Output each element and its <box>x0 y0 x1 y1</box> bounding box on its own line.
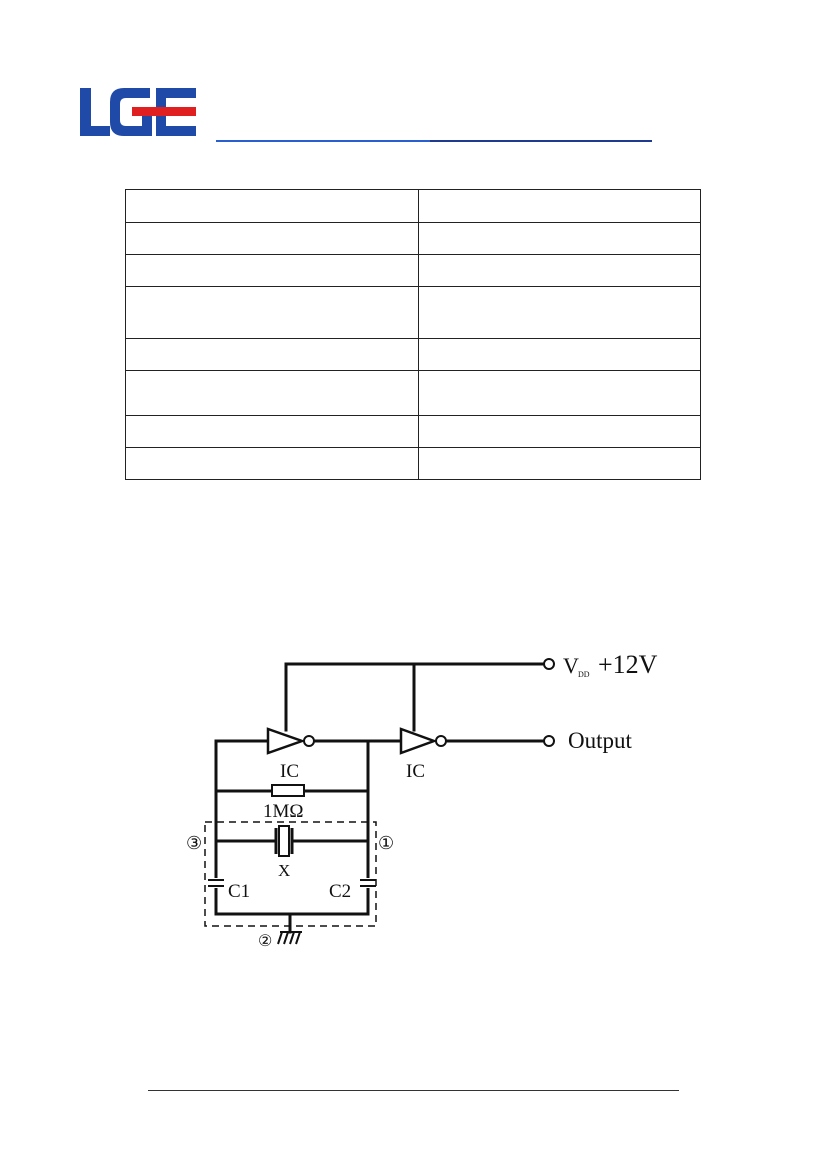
table-row <box>125 222 701 255</box>
c2-label: C2 <box>329 881 351 902</box>
table-cell <box>125 415 419 448</box>
table-cell <box>418 447 701 480</box>
table-row <box>125 286 701 339</box>
table-cell <box>125 447 419 480</box>
crystal-label: X <box>278 861 290 880</box>
table-cell <box>125 222 419 255</box>
ic1-label: IC <box>280 761 299 782</box>
table-cell <box>418 286 701 339</box>
table-cell <box>125 338 419 371</box>
pin3-label: ③ <box>186 833 202 853</box>
output-label: Output <box>568 728 633 753</box>
table-row <box>125 338 701 371</box>
vdd-value: +12V <box>598 650 658 679</box>
table-row <box>125 254 701 287</box>
oscillator-circuit-diagram: V DD +12V Output IC IC 1MΩ X C1 C2 ③ ① ② <box>186 650 658 950</box>
resistor-label: 1MΩ <box>263 801 304 822</box>
pin2-label: ② <box>258 933 272 950</box>
table-cell <box>125 254 419 287</box>
table-cell <box>418 338 701 371</box>
table-row <box>125 189 701 223</box>
spec-table <box>125 189 701 480</box>
table-row <box>125 415 701 448</box>
table-row <box>125 370 701 416</box>
table-row <box>125 447 701 480</box>
table-cell <box>418 222 701 255</box>
lge-logo <box>80 88 196 136</box>
table-cell <box>418 370 701 416</box>
table-cell <box>125 370 419 416</box>
table-cell <box>418 415 701 448</box>
vdd-subscript: DD <box>578 670 590 679</box>
table-cell <box>125 189 419 223</box>
table-cell <box>418 254 701 287</box>
header-rule-accent <box>216 140 430 142</box>
header-rule <box>216 140 652 142</box>
pin1-label: ① <box>378 833 394 853</box>
table-cell <box>125 286 419 339</box>
vdd-label: V <box>563 653 579 678</box>
footer-rule <box>148 1090 679 1091</box>
table-cell <box>418 189 701 223</box>
ic2-label: IC <box>406 761 425 782</box>
c1-label: C1 <box>228 881 250 902</box>
